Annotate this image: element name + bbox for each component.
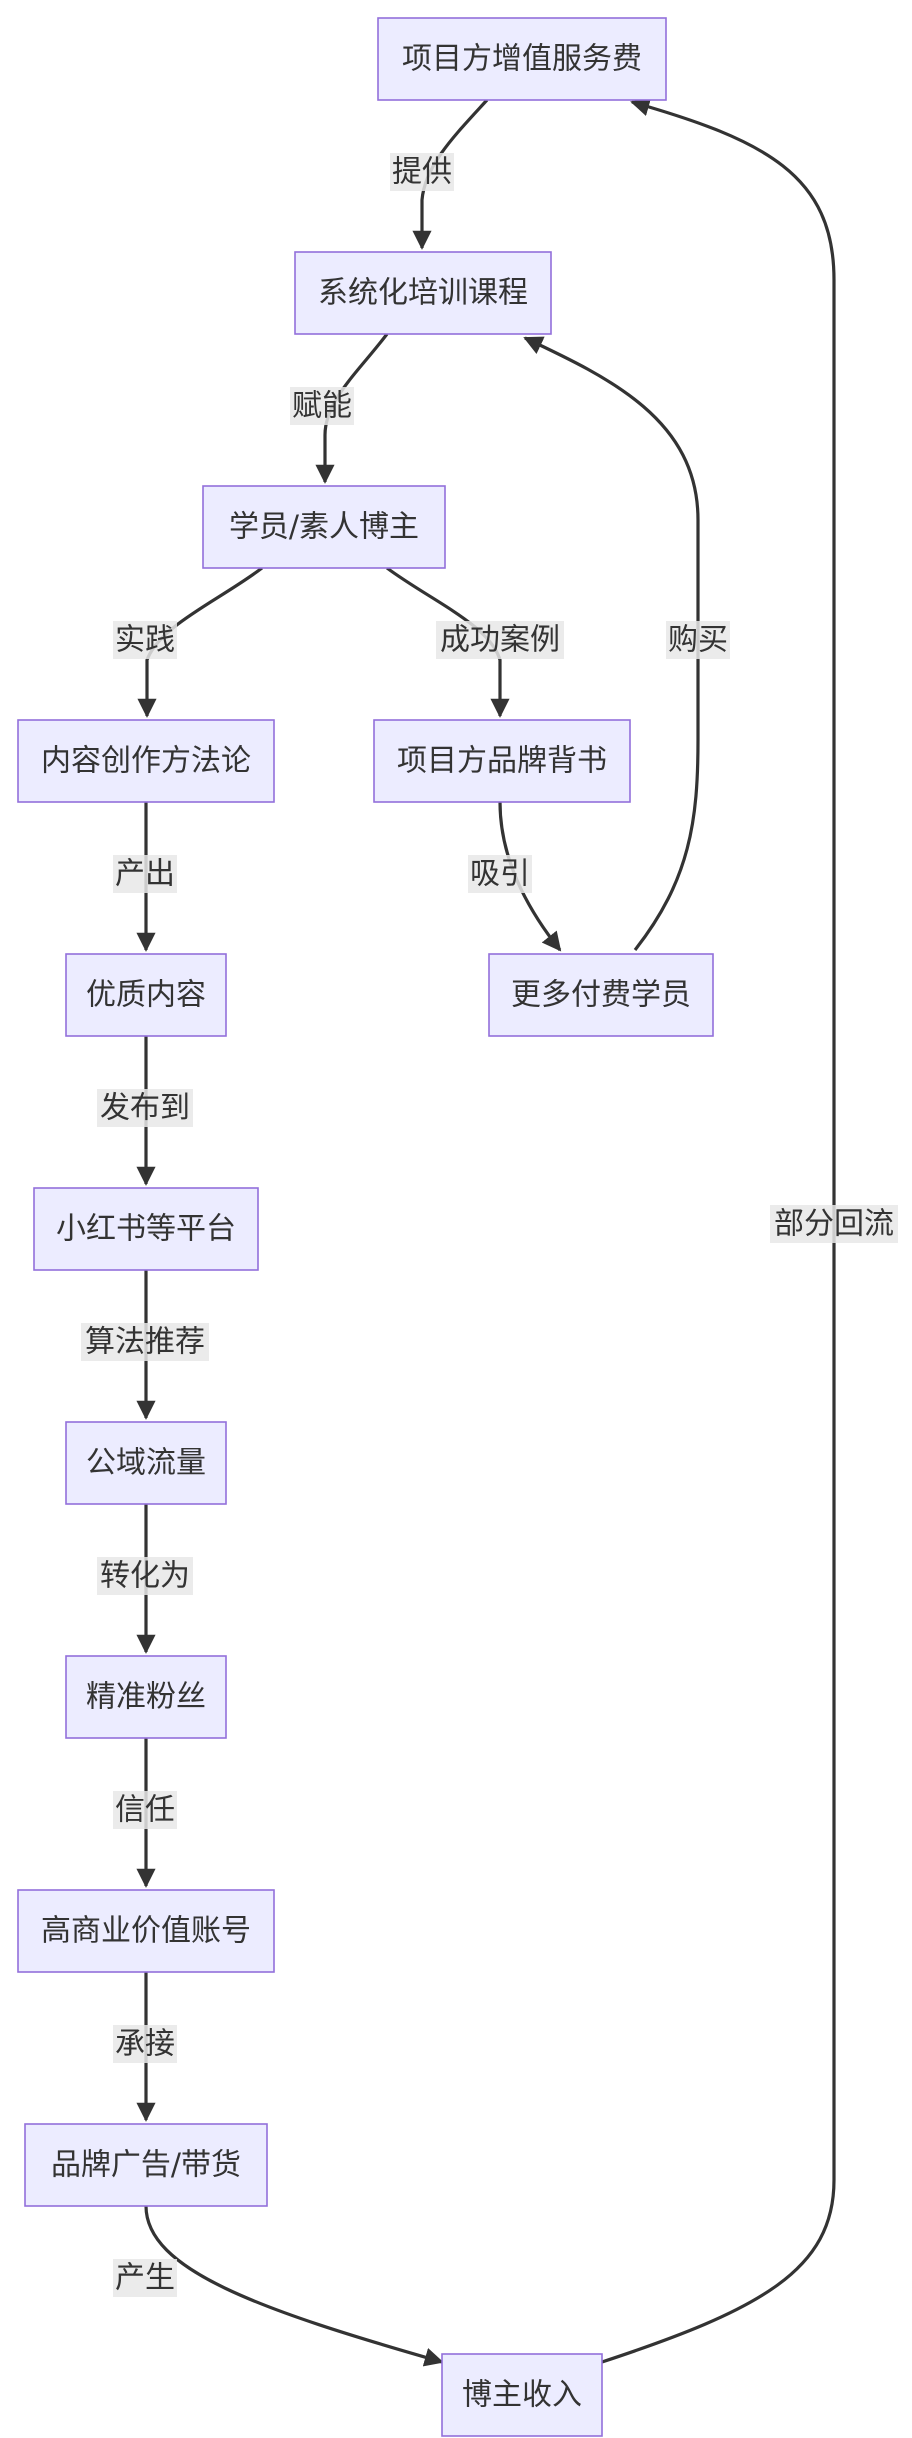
svg-text:品牌广告/带货: 品牌广告/带货 [51,2148,241,2183]
svg-text:提供: 提供 [392,155,452,190]
node-ads: 品牌广告/带货 [24,2123,268,2207]
label-generate: 产生 [113,2259,177,2297]
label-provide: 提供 [390,153,454,191]
svg-text:学员/素人博主: 学员/素人博主 [229,510,419,545]
svg-text:产出: 产出 [115,857,175,892]
label-backflow: 部分回流 [770,1205,898,1243]
node-account: 高商业价值账号 [17,1889,275,1973]
svg-text:项目方增值服务费: 项目方增值服务费 [402,42,642,77]
label-success-case: 成功案例 [436,621,564,659]
svg-text:产生: 产生 [115,2261,175,2296]
svg-text:吸引: 吸引 [470,857,530,892]
svg-text:发布到: 发布到 [100,1091,190,1126]
svg-text:更多付费学员: 更多付费学员 [511,978,691,1013]
node-income: 博主收入 [441,2353,603,2437]
svg-text:转化为: 转化为 [100,1559,190,1594]
label-produce: 产出 [113,855,177,893]
node-service-fee: 项目方增值服务费 [377,17,667,101]
svg-text:购买: 购买 [668,623,728,658]
node-platform: 小红书等平台 [33,1187,259,1271]
svg-text:小红书等平台: 小红书等平台 [56,1212,236,1247]
nodes: 项目方增值服务费 系统化培训课程 学员/素人博主 内容创作方法论 项目方品牌背书… [17,17,714,2437]
svg-text:赋能: 赋能 [292,389,352,424]
edge-labels: 提供 赋能 实践 成功案例 购买 产出 吸引 发布到 [81,153,898,2297]
svg-text:优质内容: 优质内容 [86,978,206,1013]
svg-text:内容创作方法论: 内容创作方法论 [41,744,251,779]
node-student: 学员/素人博主 [202,485,446,569]
svg-text:成功案例: 成功案例 [440,623,560,658]
node-training: 系统化培训课程 [294,251,552,335]
label-practice: 实践 [113,621,177,659]
label-empower: 赋能 [290,387,354,425]
svg-text:承接: 承接 [115,2027,175,2062]
svg-text:博主收入: 博主收入 [462,2378,582,2413]
svg-text:部分回流: 部分回流 [774,1207,894,1242]
node-method: 内容创作方法论 [17,719,275,803]
node-fans: 精准粉丝 [65,1655,227,1739]
node-more-students: 更多付费学员 [488,953,714,1037]
svg-text:公域流量: 公域流量 [86,1446,206,1481]
label-buy: 购买 [666,621,730,659]
svg-text:系统化培训课程: 系统化培训课程 [318,276,528,311]
node-public-traffic: 公域流量 [65,1421,227,1505]
svg-text:项目方品牌背书: 项目方品牌背书 [397,744,607,779]
edge-buy [523,336,700,951]
svg-text:精准粉丝: 精准粉丝 [86,1680,206,1715]
edges [136,97,836,2367]
node-quality-content: 优质内容 [65,953,227,1037]
node-endorsement: 项目方品牌背书 [373,719,631,803]
label-publish: 发布到 [97,1089,193,1127]
label-algorithm: 算法推荐 [81,1323,209,1361]
label-attract: 吸引 [468,855,532,893]
edge-backflow [601,97,836,2364]
label-undertake: 承接 [113,2025,177,2063]
label-trust: 信任 [113,1791,177,1829]
label-convert: 转化为 [97,1557,193,1595]
svg-text:信任: 信任 [115,1793,175,1828]
edge-generate [144,2205,444,2367]
svg-text:算法推荐: 算法推荐 [85,1325,205,1360]
svg-text:高商业价值账号: 高商业价值账号 [41,1914,251,1949]
svg-text:实践: 实践 [115,623,175,658]
